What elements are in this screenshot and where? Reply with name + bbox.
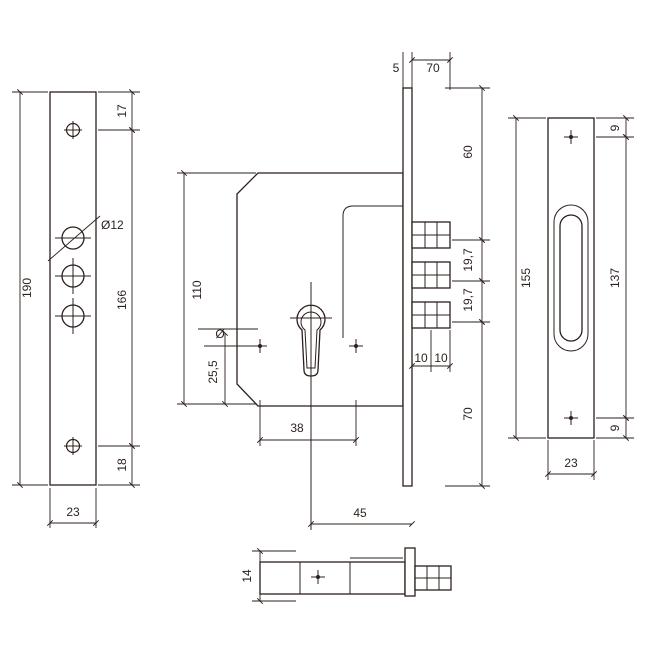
latch-hole-icon	[55, 226, 91, 334]
left-plate-top-offset-label: 17	[115, 104, 129, 118]
faceplate	[402, 87, 413, 487]
bolt-spacing-1-label: 19,7	[461, 248, 475, 272]
right-plate-width-label: 23	[564, 456, 578, 470]
left-plate-hole-diameter-label: Ø12	[101, 218, 124, 232]
left-plate-hole-spacing-label: 166	[115, 290, 129, 310]
body-height-label: 110	[190, 280, 204, 299]
lower-offset-label: 70	[461, 407, 475, 421]
bottom-view: 14	[240, 547, 452, 605]
cylinder-offset-label: 25,5	[206, 360, 220, 384]
right-plate-bottom-offset-label: 9	[608, 424, 622, 431]
bolt-slot	[553, 204, 589, 352]
left-strike-plate: 190 17 166 18 23 Ø12	[12, 88, 140, 528]
upper-offset-label: 60	[461, 145, 475, 159]
left-plate-height-label: 190	[20, 278, 34, 298]
centre-distance-label: 38	[290, 421, 304, 435]
right-strike-plate: 155 137 9 9 23	[508, 114, 634, 480]
bolt-width-2-label: 10	[434, 351, 448, 365]
backset-label: 45	[353, 506, 367, 520]
right-plate-top-offset-label: 9	[608, 124, 622, 131]
latch-bolt-icon	[411, 221, 451, 329]
bottom-thickness-label: 14	[240, 569, 254, 583]
bolt-spacing-2-label: 19,7	[461, 288, 475, 312]
faceplate-edge-label: 70	[426, 61, 440, 75]
lock-body: 5 70 60 19,7 19,7 70 10 10 110 Ø 25,5 38…	[177, 52, 490, 530]
cylinder-keyhole-icon	[290, 282, 332, 530]
bolt-width-1-label: 10	[414, 351, 428, 365]
faceplate-thickness-label: 5	[393, 61, 400, 75]
left-plate-width-label: 23	[66, 505, 80, 519]
cylinder-diameter-label: Ø	[215, 327, 224, 341]
left-plate-bottom-offset-label: 18	[115, 458, 129, 472]
right-plate-height-label: 155	[519, 268, 533, 288]
right-plate-hole-spacing-label: 137	[608, 268, 622, 288]
